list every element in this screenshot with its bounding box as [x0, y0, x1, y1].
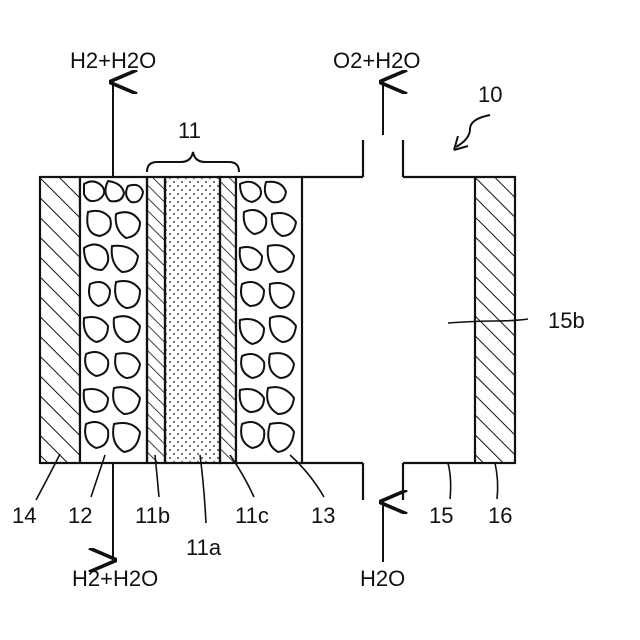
layer-11b [147, 177, 165, 463]
label-bottom-right-flow: H2O [360, 566, 405, 591]
ref-13: 13 [311, 503, 335, 528]
label-device-10: 10 [478, 82, 502, 107]
layer-13-porous-electrode [236, 177, 302, 463]
ref-11b: 11b [135, 503, 170, 528]
pointer-10 [456, 115, 490, 147]
layer-11c [220, 177, 236, 463]
ref-16: 16 [488, 503, 512, 528]
ref-11c: 11c [235, 503, 269, 528]
brace-11 [147, 152, 239, 172]
label-top-right-flow: O2+H2O [333, 48, 420, 73]
label-bottom-left-flow: H2+H2O [72, 566, 158, 591]
label-chamber-15b: 15b [548, 308, 585, 333]
ref-12: 12 [68, 503, 92, 528]
layer-14-separator [40, 177, 80, 463]
ref-11a: 11a [186, 535, 222, 560]
label-assembly-11: 11 [178, 118, 201, 143]
layer-12-porous-electrode [80, 177, 147, 463]
chamber-15-outline [302, 140, 475, 500]
label-top-left-flow: H2+H2O [70, 48, 156, 73]
ref-15: 15 [429, 503, 453, 528]
ref-14: 14 [12, 503, 36, 528]
layer-11a-electrolyte [165, 177, 220, 463]
